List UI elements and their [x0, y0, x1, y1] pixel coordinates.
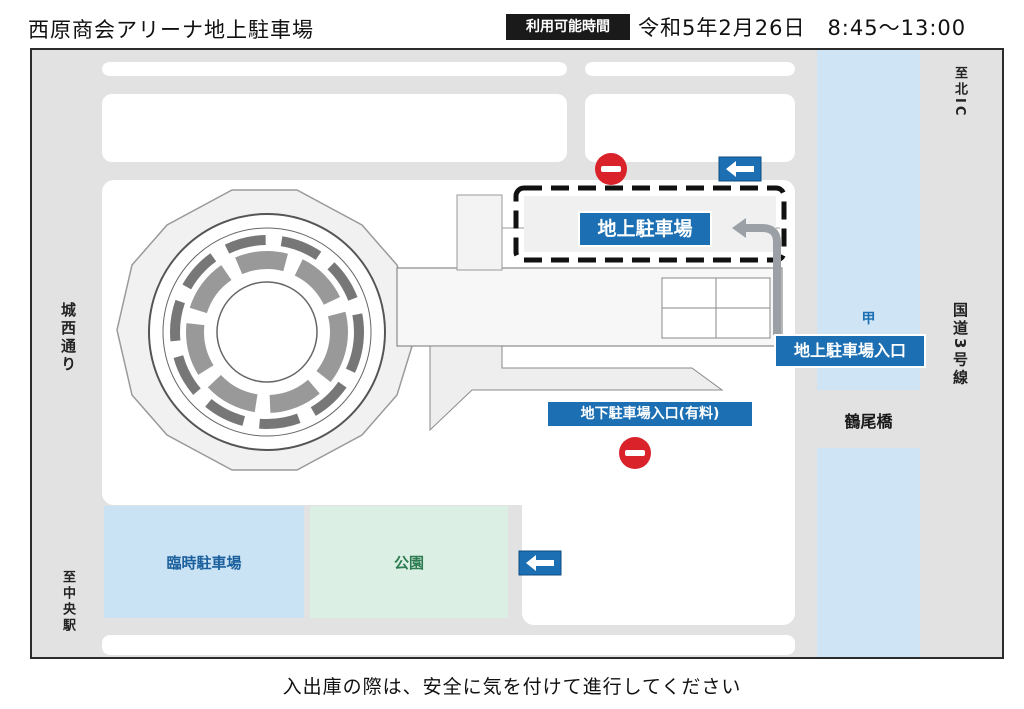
safety-notice: 入出庫の際は、安全に気を付けて進行してください: [282, 676, 742, 698]
road-east-label: 国道3号線: [951, 302, 969, 388]
no-entry-icon: [618, 436, 652, 474]
block-north-strip: [102, 62, 567, 76]
road-west-label: 城西通り: [59, 302, 77, 374]
parking-map: 城西通り 国道3号線 至北IC 至中央駅 地上駐車場 地上駐車場入口 地下駐車場…: [30, 48, 1004, 659]
to-station-label: 至中央駅: [60, 570, 75, 634]
arena-annex: [396, 194, 783, 432]
block-north-strip-east: [585, 62, 795, 76]
arena-building: [116, 189, 418, 471]
left-arrow-icon: [718, 156, 762, 186]
temp-parking-label: 臨時駐車場: [166, 554, 242, 572]
to-north-ic-label: 至北IC: [952, 66, 967, 119]
block-south-east: [522, 455, 795, 625]
block-north-west: [102, 94, 567, 162]
hours-badge: 利用可能時間: [506, 14, 630, 40]
park-label: 公園: [393, 554, 424, 572]
river-north: [817, 50, 920, 390]
block-north-east: [585, 94, 795, 162]
turn-arrow-icon: [744, 224, 781, 335]
ground-entrance-label: 地上駐車場入口: [774, 334, 926, 368]
bridge-label: 鶴尾橋: [844, 412, 893, 431]
map-canvas: [102, 50, 920, 657]
left-arrow-icon: [518, 550, 562, 580]
available-hours: 令和5年2月26日 8:45〜13:00: [638, 16, 967, 40]
no-entry-icon: [594, 152, 628, 190]
river-south: [817, 448, 920, 657]
block-south-strip: [102, 635, 795, 655]
park-area: [310, 506, 508, 618]
temp-parking-area: [104, 506, 304, 618]
ground-parking-label: 地上駐車場: [578, 211, 712, 247]
page-title: 西原商会アリーナ地上駐車場: [28, 18, 314, 42]
underground-entrance-label: 地下駐車場入口(有料): [548, 402, 752, 426]
gate-label: 甲: [861, 311, 876, 327]
turn-arrow-head: [732, 218, 746, 238]
